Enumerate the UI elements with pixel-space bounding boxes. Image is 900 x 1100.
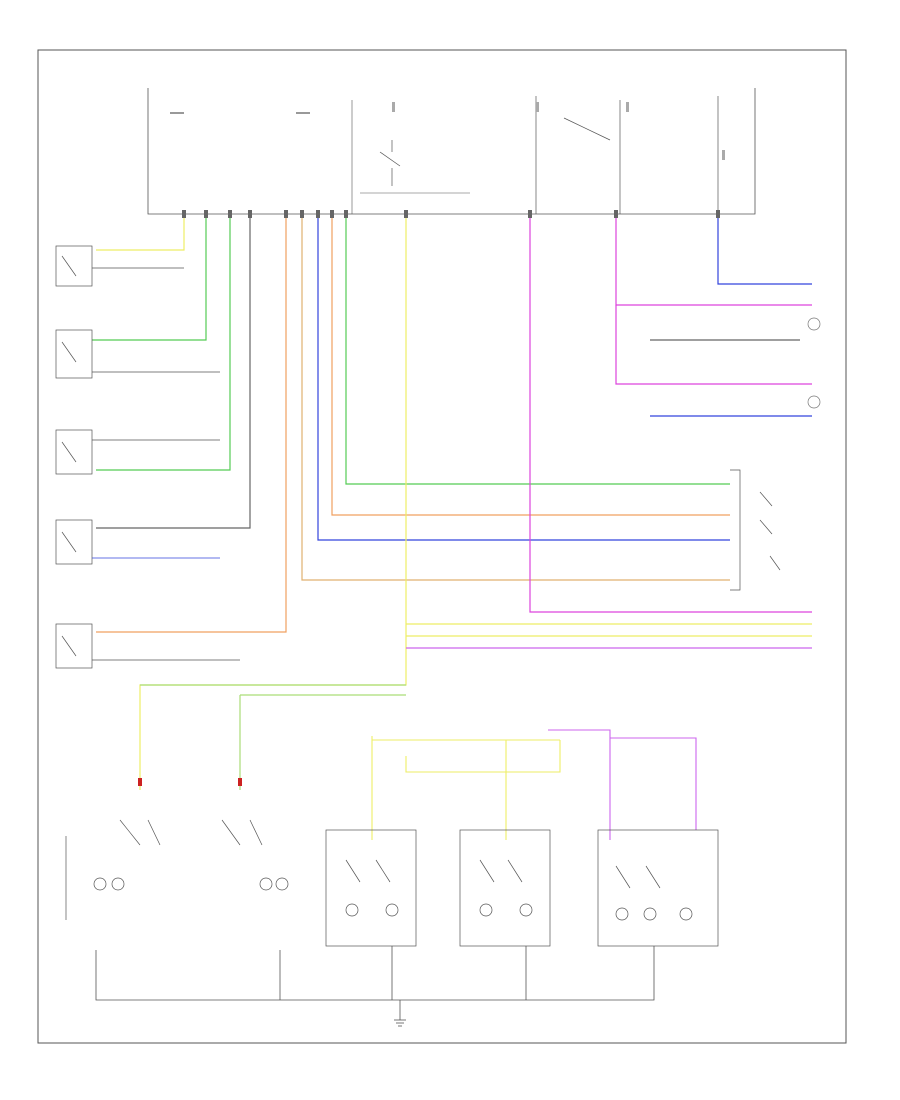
left-switch-2 [55, 329, 220, 379]
diagram-frame [37, 49, 847, 1044]
wire-harness [92, 218, 812, 790]
central-module [147, 88, 756, 215]
fuse-icon [392, 102, 725, 160]
connector-icon [138, 778, 242, 786]
ground-icon [394, 1019, 406, 1027]
connector-icon [182, 210, 720, 218]
left-switch-3 [55, 429, 220, 475]
lamp-icon [807, 317, 821, 409]
instrument-panel-switch [730, 469, 781, 591]
left-switch-1 [55, 245, 184, 287]
lamp-assembly-4 [459, 829, 551, 947]
lamp-assembly-1 [65, 819, 161, 920]
ground-bus [95, 946, 655, 1020]
lamp-assembly-5 [597, 829, 719, 947]
left-switch-5 [55, 623, 240, 669]
left-switch-4 [55, 519, 220, 565]
lamp-assembly-2 [221, 819, 289, 891]
module-relay-symbol [379, 96, 621, 214]
lamp-assembly-3 [325, 829, 417, 947]
splice-lines [371, 729, 697, 840]
